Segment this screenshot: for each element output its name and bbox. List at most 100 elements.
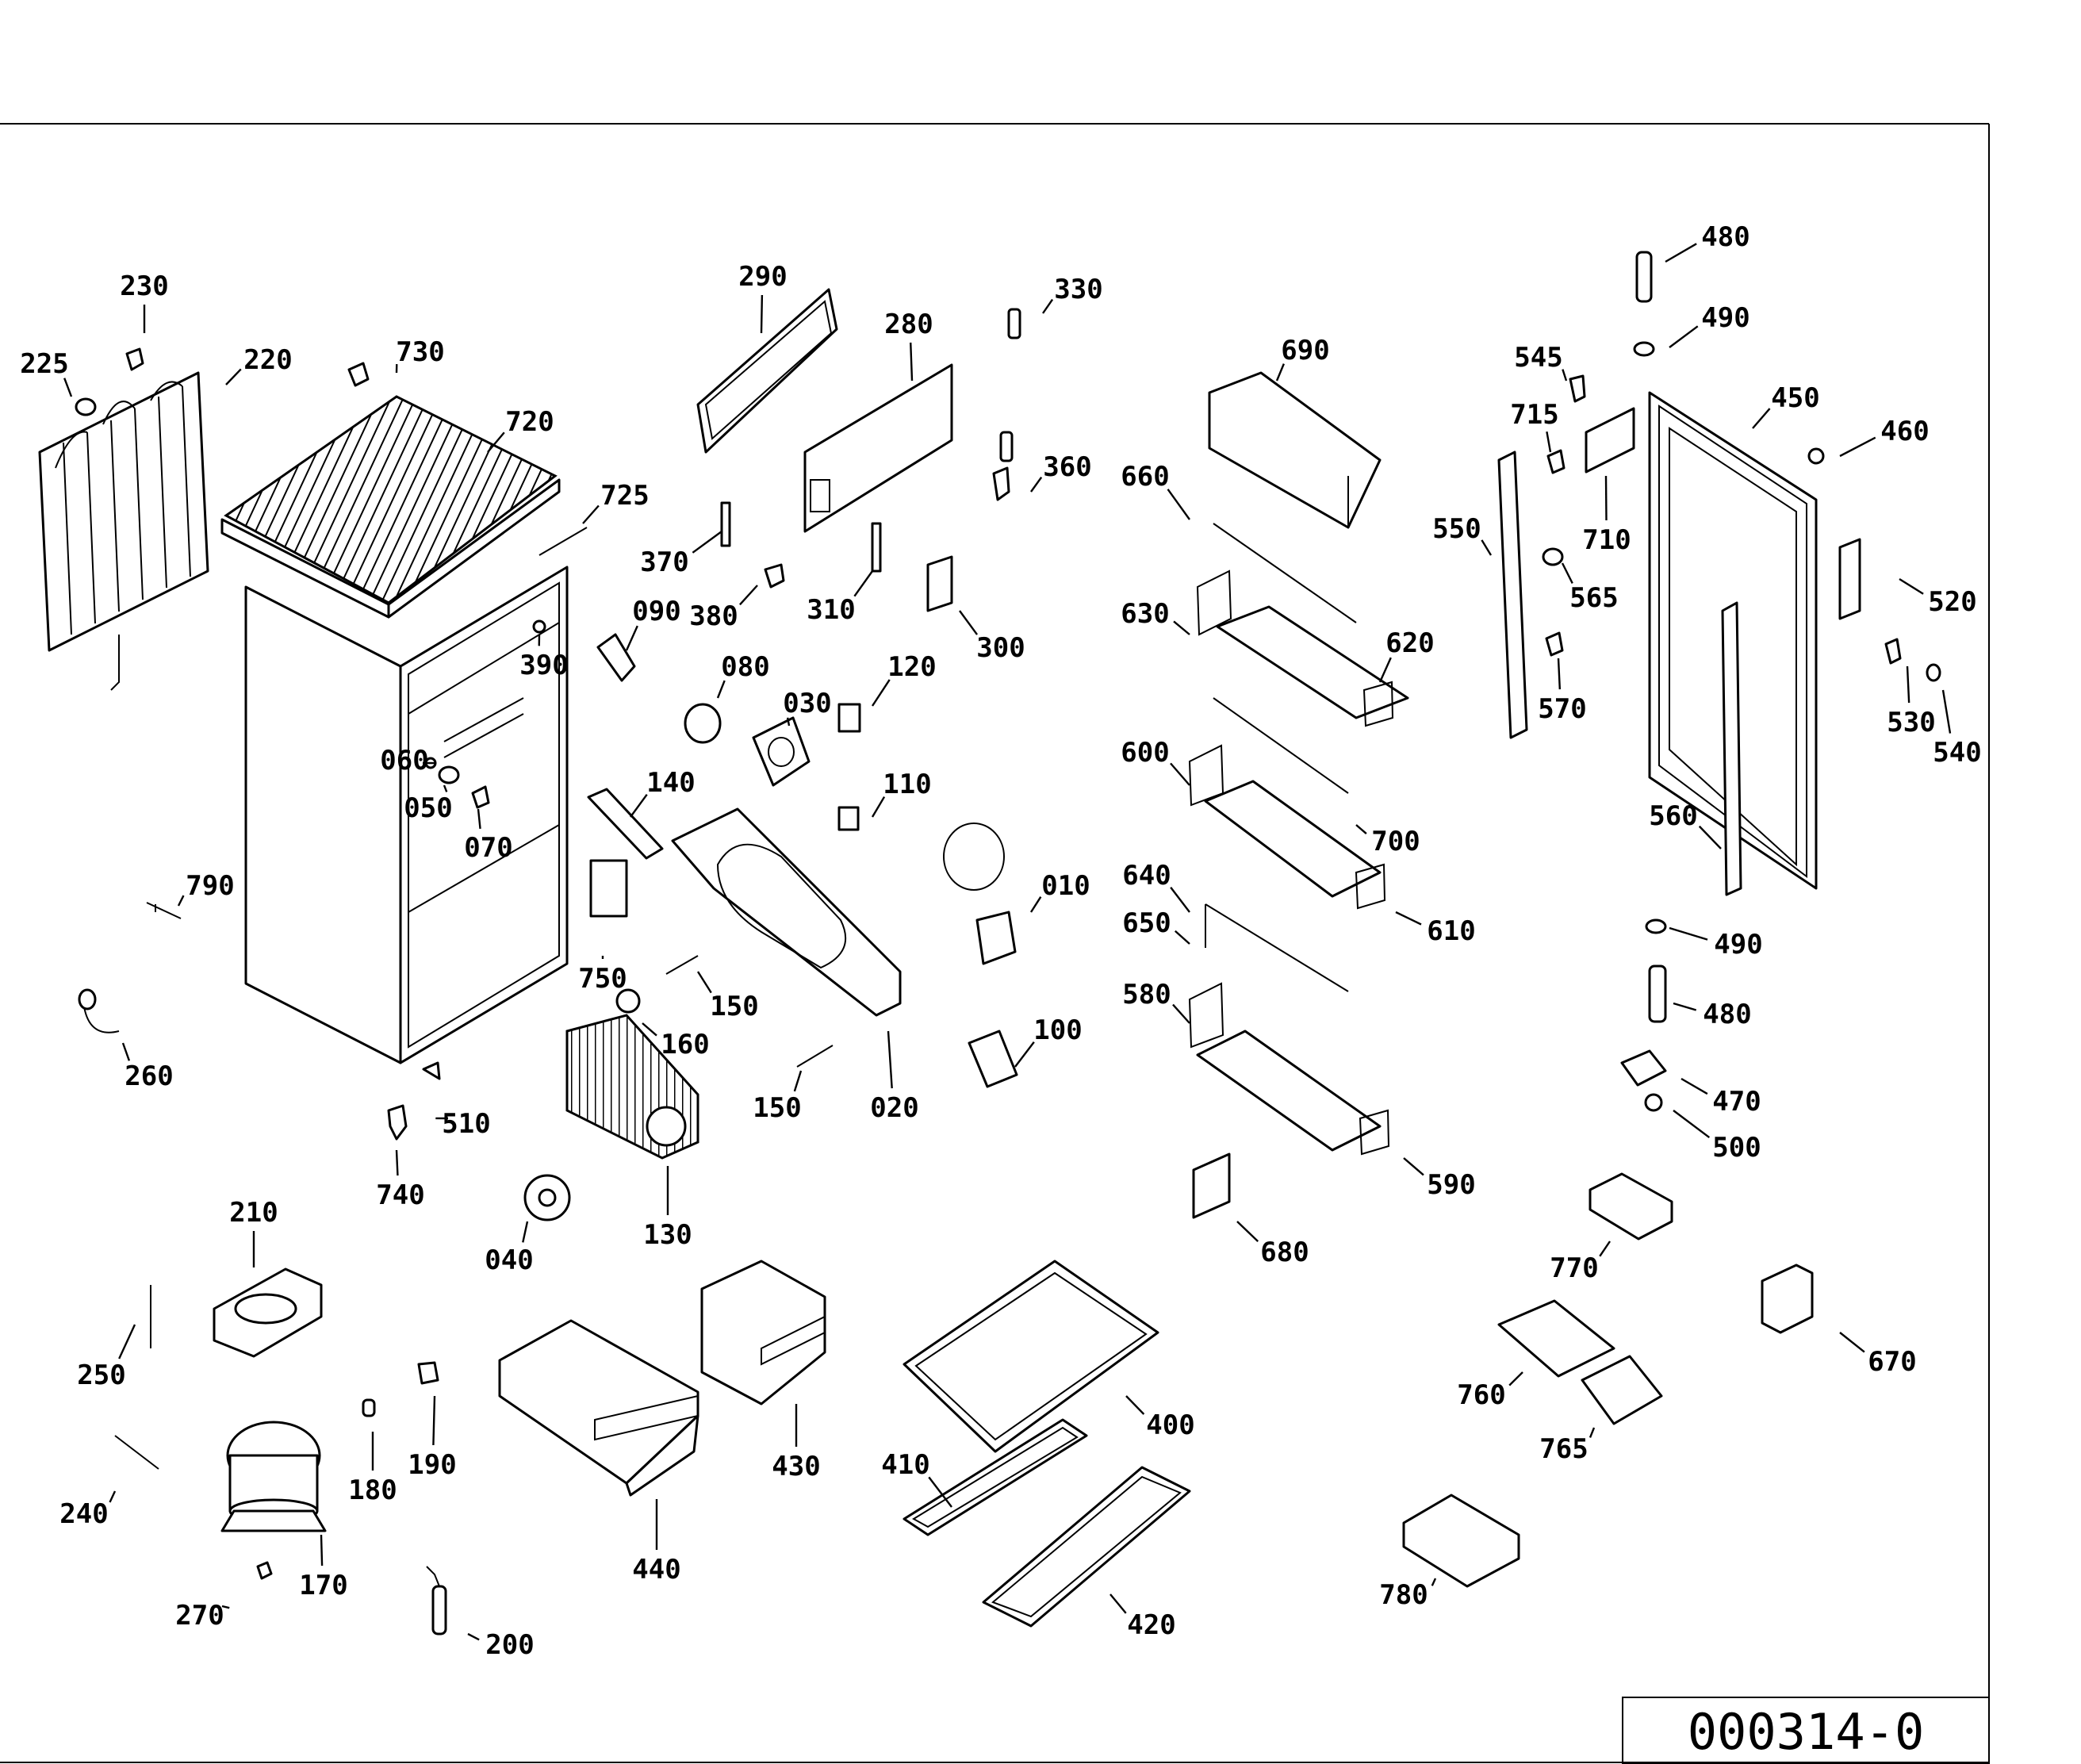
callout-225: 225 bbox=[20, 348, 68, 380]
leader-140 bbox=[630, 793, 648, 818]
leader-170 bbox=[320, 1534, 324, 1567]
leader-780 bbox=[1431, 1578, 1437, 1586]
leader-670 bbox=[1839, 1332, 1865, 1353]
cabinet-body bbox=[244, 566, 569, 1064]
fan-housing bbox=[565, 1014, 699, 1160]
callout-720: 720 bbox=[505, 406, 554, 438]
callout-545: 545 bbox=[1514, 342, 1562, 374]
drawing-frame bbox=[0, 123, 1990, 1764]
callout-270: 270 bbox=[175, 1600, 224, 1632]
callout-740: 740 bbox=[376, 1179, 424, 1211]
leader-490 bbox=[1669, 926, 1708, 941]
leader-520 bbox=[1899, 577, 1924, 595]
grommet-part bbox=[75, 397, 97, 416]
callout-210: 210 bbox=[229, 1197, 278, 1229]
callout-680: 680 bbox=[1260, 1237, 1309, 1268]
callout-750: 750 bbox=[578, 963, 627, 995]
callout-300: 300 bbox=[976, 632, 1025, 664]
leader-090 bbox=[625, 625, 638, 651]
leader-650 bbox=[1174, 930, 1190, 945]
leader-480 bbox=[1665, 243, 1697, 263]
leader-150 bbox=[696, 971, 712, 994]
leader-100 bbox=[1014, 1041, 1035, 1068]
callout-730: 730 bbox=[396, 336, 444, 368]
leader-070 bbox=[477, 808, 481, 829]
callout-410: 410 bbox=[881, 1449, 929, 1481]
leader-770 bbox=[1599, 1241, 1611, 1257]
leader-570 bbox=[1557, 658, 1562, 690]
leader-545 bbox=[1562, 369, 1568, 382]
leader-680 bbox=[1236, 1221, 1259, 1243]
callout-590: 590 bbox=[1427, 1169, 1475, 1201]
callout-540: 540 bbox=[1933, 737, 1981, 769]
callout-070: 070 bbox=[464, 832, 512, 864]
callout-040: 040 bbox=[485, 1244, 533, 1276]
callout-230: 230 bbox=[120, 270, 168, 302]
callout-470: 470 bbox=[1712, 1086, 1761, 1118]
callout-400: 400 bbox=[1146, 1409, 1194, 1441]
leader-715 bbox=[1546, 431, 1552, 453]
leader-600 bbox=[1170, 762, 1190, 786]
leader-460 bbox=[1839, 436, 1876, 458]
leader-470 bbox=[1681, 1077, 1708, 1095]
callout-430: 430 bbox=[772, 1451, 820, 1482]
callout-180: 180 bbox=[348, 1474, 397, 1506]
callout-560: 560 bbox=[1649, 800, 1697, 832]
leader-290 bbox=[760, 294, 764, 334]
callout-380: 380 bbox=[689, 600, 738, 632]
leader-010 bbox=[1029, 896, 1042, 913]
callout-780: 780 bbox=[1379, 1579, 1428, 1611]
leader-610 bbox=[1395, 911, 1422, 926]
control-housing bbox=[671, 807, 902, 1017]
leader-725 bbox=[582, 504, 600, 524]
callout-110: 110 bbox=[883, 769, 931, 800]
callout-500: 500 bbox=[1712, 1132, 1761, 1164]
leader-220 bbox=[225, 368, 242, 385]
leader-040 bbox=[522, 1221, 529, 1243]
leader-270 bbox=[221, 1605, 230, 1609]
crisper-drawer bbox=[498, 1319, 699, 1497]
leader-560 bbox=[1698, 825, 1722, 849]
condenser-coil bbox=[38, 371, 209, 691]
leader-190 bbox=[432, 1395, 436, 1446]
leader-225 bbox=[63, 378, 73, 397]
leader-160 bbox=[642, 1022, 657, 1037]
leader-690 bbox=[1275, 363, 1285, 382]
leader-420 bbox=[1109, 1593, 1127, 1614]
callout-150: 150 bbox=[710, 991, 758, 1022]
callout-050: 050 bbox=[404, 792, 452, 824]
callout-700: 700 bbox=[1371, 826, 1420, 857]
cabinet-top bbox=[220, 395, 561, 619]
door-shelves bbox=[1188, 523, 1409, 1156]
leader-360 bbox=[1030, 477, 1043, 493]
callout-480: 480 bbox=[1701, 221, 1749, 253]
callout-480: 480 bbox=[1703, 999, 1751, 1030]
leader-450 bbox=[1752, 408, 1771, 429]
callout-570: 570 bbox=[1538, 693, 1586, 725]
leader-020 bbox=[887, 1030, 893, 1089]
callout-440: 440 bbox=[632, 1554, 680, 1586]
leader-200 bbox=[467, 1632, 480, 1641]
leader-380 bbox=[739, 585, 758, 606]
leader-260 bbox=[121, 1042, 131, 1061]
leader-760 bbox=[1508, 1371, 1523, 1386]
callout-200: 200 bbox=[485, 1629, 534, 1661]
callout-790: 790 bbox=[186, 870, 234, 902]
callout-420: 420 bbox=[1127, 1609, 1175, 1641]
drawing-code: 000314-0 bbox=[1688, 1703, 1925, 1761]
callout-530: 530 bbox=[1887, 707, 1935, 738]
leader-550 bbox=[1481, 539, 1493, 556]
callout-220: 220 bbox=[243, 344, 292, 376]
callout-490: 490 bbox=[1701, 302, 1749, 334]
leader-580 bbox=[1172, 1003, 1190, 1024]
callout-160: 160 bbox=[661, 1029, 709, 1060]
callout-120: 120 bbox=[887, 651, 936, 683]
leader-050 bbox=[443, 784, 448, 792]
callout-620: 620 bbox=[1385, 627, 1434, 659]
callout-715: 715 bbox=[1510, 399, 1558, 431]
leader-110 bbox=[871, 796, 886, 818]
drip-tray bbox=[213, 1267, 323, 1358]
leader-400 bbox=[1125, 1395, 1145, 1415]
